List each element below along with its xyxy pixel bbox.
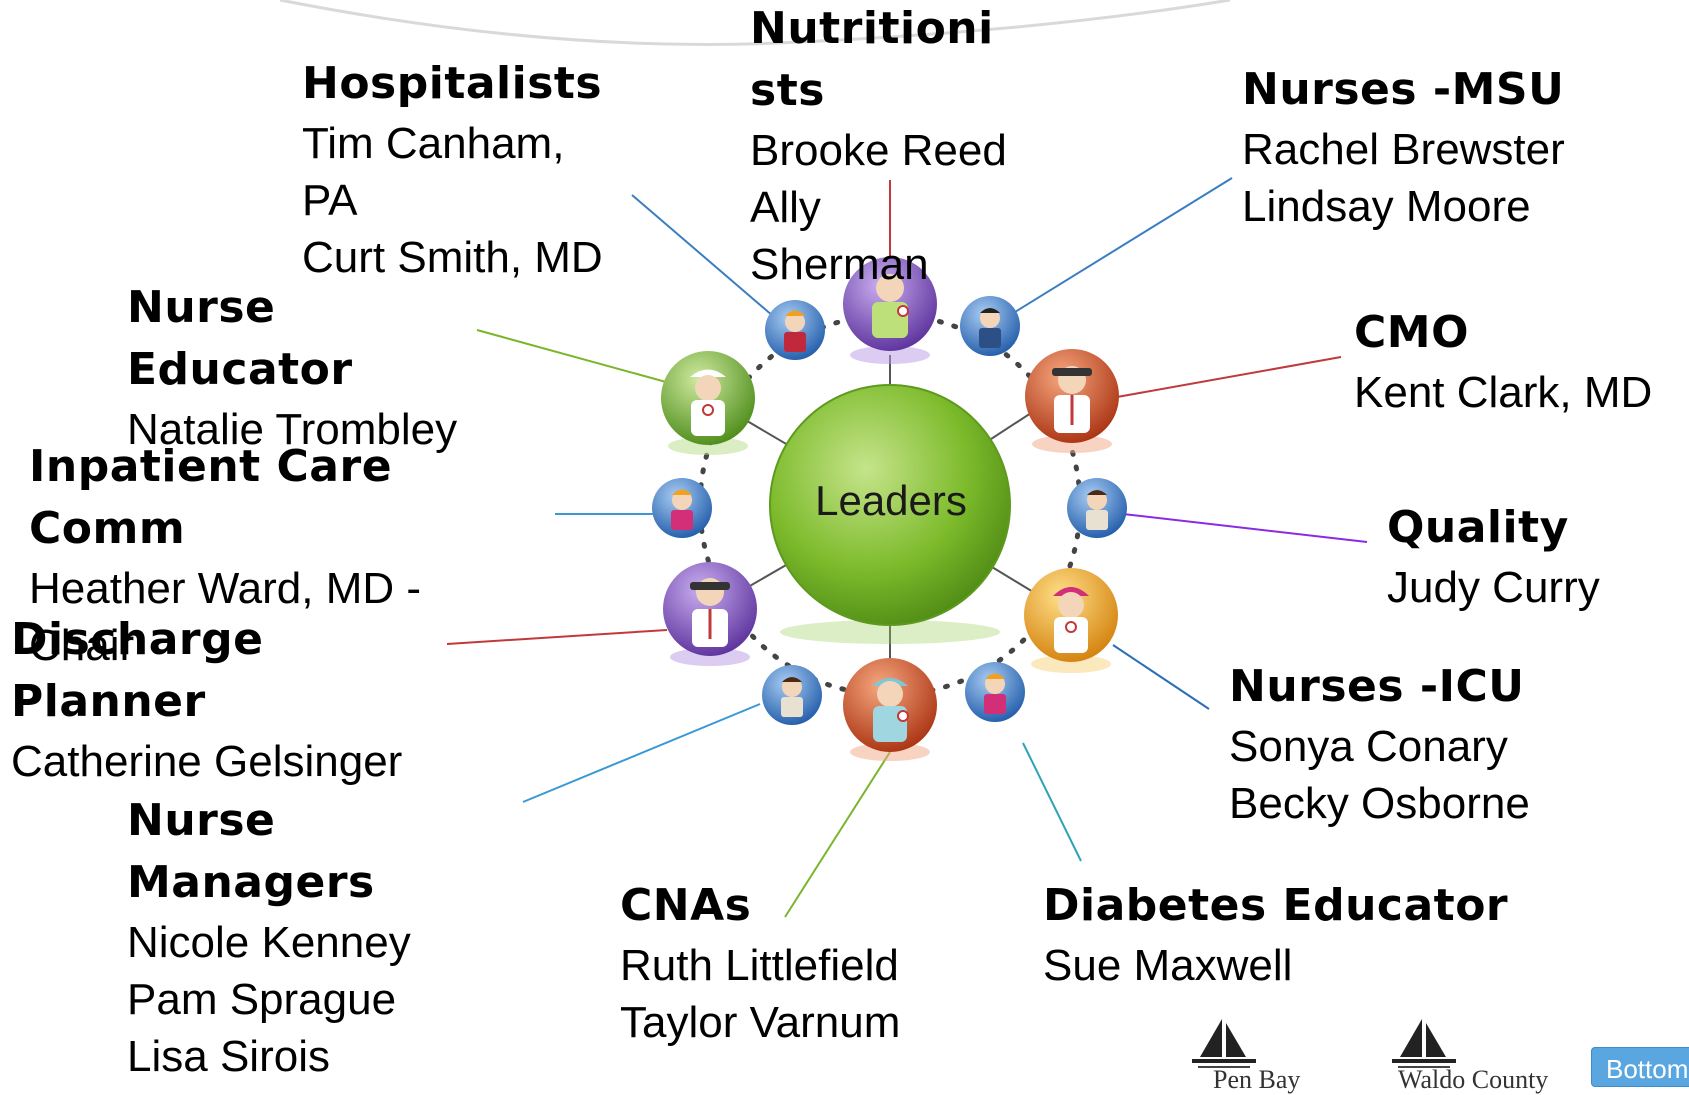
group-nurse-managers: Nurse Managers Nicole Kenney Pam Sprague…	[127, 790, 411, 1085]
avatar-cmo-icon	[1025, 349, 1119, 453]
group-nurse-educator: Nurse Educator Natalie Trombley	[127, 277, 457, 458]
group-title: Nurses -ICU	[1229, 661, 1525, 712]
center-label: Leaders	[815, 477, 967, 524]
small-avatar-right-icon	[1067, 478, 1127, 538]
group-name: Ruth Littlefield	[620, 941, 899, 990]
group-name: PA	[302, 176, 358, 225]
ship-logo-icon	[1392, 1019, 1456, 1068]
logo-text-waldo-county: Waldo County	[1398, 1065, 1549, 1094]
group-title: Nurse Educator	[127, 282, 353, 395]
group-cnas: CNAs Ruth Littlefield Taylor Varnum	[620, 875, 900, 1051]
group-title: Nurses -MSU	[1242, 64, 1565, 115]
group-name: Brooke Reed	[750, 126, 1007, 175]
group-title: Nutritioni sts	[750, 3, 994, 116]
group-quality: Quality Judy Curry	[1387, 497, 1600, 616]
group-nurses-msu: Nurses -MSU Rachel Brewster Lindsay Moor…	[1242, 59, 1565, 235]
group-title: Nurse Managers	[127, 795, 375, 908]
bottom-button[interactable]: Bottom	[1591, 1047, 1689, 1087]
group-name: Judy Curry	[1387, 563, 1600, 612]
group-name: Kent Clark, MD	[1354, 368, 1653, 417]
group-name: Sherman	[750, 240, 929, 289]
avatar-nutritionist-icon	[843, 257, 937, 364]
connector-lines	[446, 177, 1368, 918]
group-title: Discharge Planner	[11, 614, 264, 727]
group-name: Pam Sprague	[127, 975, 397, 1024]
group-title: CNAs	[620, 880, 752, 931]
group-name: Rachel Brewster	[1242, 125, 1565, 174]
group-name: Becky Osborne	[1229, 779, 1530, 828]
group-name: Lindsay Moore	[1242, 182, 1531, 231]
center-shadow	[780, 620, 1000, 644]
group-title: Hospitalists	[302, 58, 603, 109]
group-name: Taylor Varnum	[620, 998, 901, 1047]
avatar-nurse-right-icon	[1024, 568, 1118, 673]
group-title: Inpatient Care Comm	[29, 441, 393, 554]
center-circle	[769, 384, 1011, 626]
group-name: Catherine Gelsinger	[11, 737, 403, 786]
group-name: Sue Maxwell	[1043, 941, 1293, 990]
group-cmo: CMO Kent Clark, MD	[1354, 302, 1652, 421]
group-nurses-icu: Nurses -ICU Sonya Conary Becky Osborne	[1229, 656, 1530, 832]
group-title: CMO	[1354, 307, 1469, 358]
small-avatar-top-right-icon	[960, 296, 1020, 356]
group-name: Nicole Kenney	[127, 918, 411, 967]
small-avatar-bottom-left-icon	[762, 665, 822, 725]
avatar-nurse-left-icon	[661, 351, 755, 455]
avatar-doctor-left-icon	[663, 562, 757, 666]
group-name: Natalie Trombley	[127, 405, 458, 454]
group-name: Ally	[750, 183, 821, 232]
group-name: Heather Ward, MD -	[29, 564, 422, 613]
group-title: Diabetes Educator	[1043, 880, 1509, 931]
logo-text-pen-bay: Pen Bay	[1213, 1065, 1301, 1094]
group-hospitalists: Hospitalists Tim Canham, PA Curt Smith, …	[302, 53, 603, 286]
small-avatar-top-left-icon	[765, 300, 825, 360]
group-discharge-planner: Discharge Planner Catherine Gelsinger	[11, 609, 402, 790]
group-name: Curt Smith, MD	[302, 233, 603, 282]
group-name: Lisa Sirois	[127, 1032, 330, 1081]
group-name: Tim Canham,	[302, 119, 565, 168]
group-inpatient-care-comm: Inpatient Care Comm Heather Ward, MD - C…	[29, 436, 421, 674]
group-name: Sonya Conary	[1229, 722, 1508, 771]
decorative-arc	[279, 0, 1231, 46]
avatar-surgeon-icon	[843, 658, 937, 761]
small-avatar-left-icon	[652, 478, 712, 538]
group-diabetes-educator: Diabetes Educator Sue Maxwell	[1043, 875, 1508, 994]
group-name: Chair	[29, 621, 135, 670]
ship-logo-icon	[1192, 1019, 1256, 1068]
group-nutritionists: Nutritioni sts Brooke Reed Ally Sherman	[750, 0, 1007, 293]
small-avatar-bottom-right-icon	[965, 662, 1025, 722]
group-title: Quality	[1387, 502, 1569, 553]
